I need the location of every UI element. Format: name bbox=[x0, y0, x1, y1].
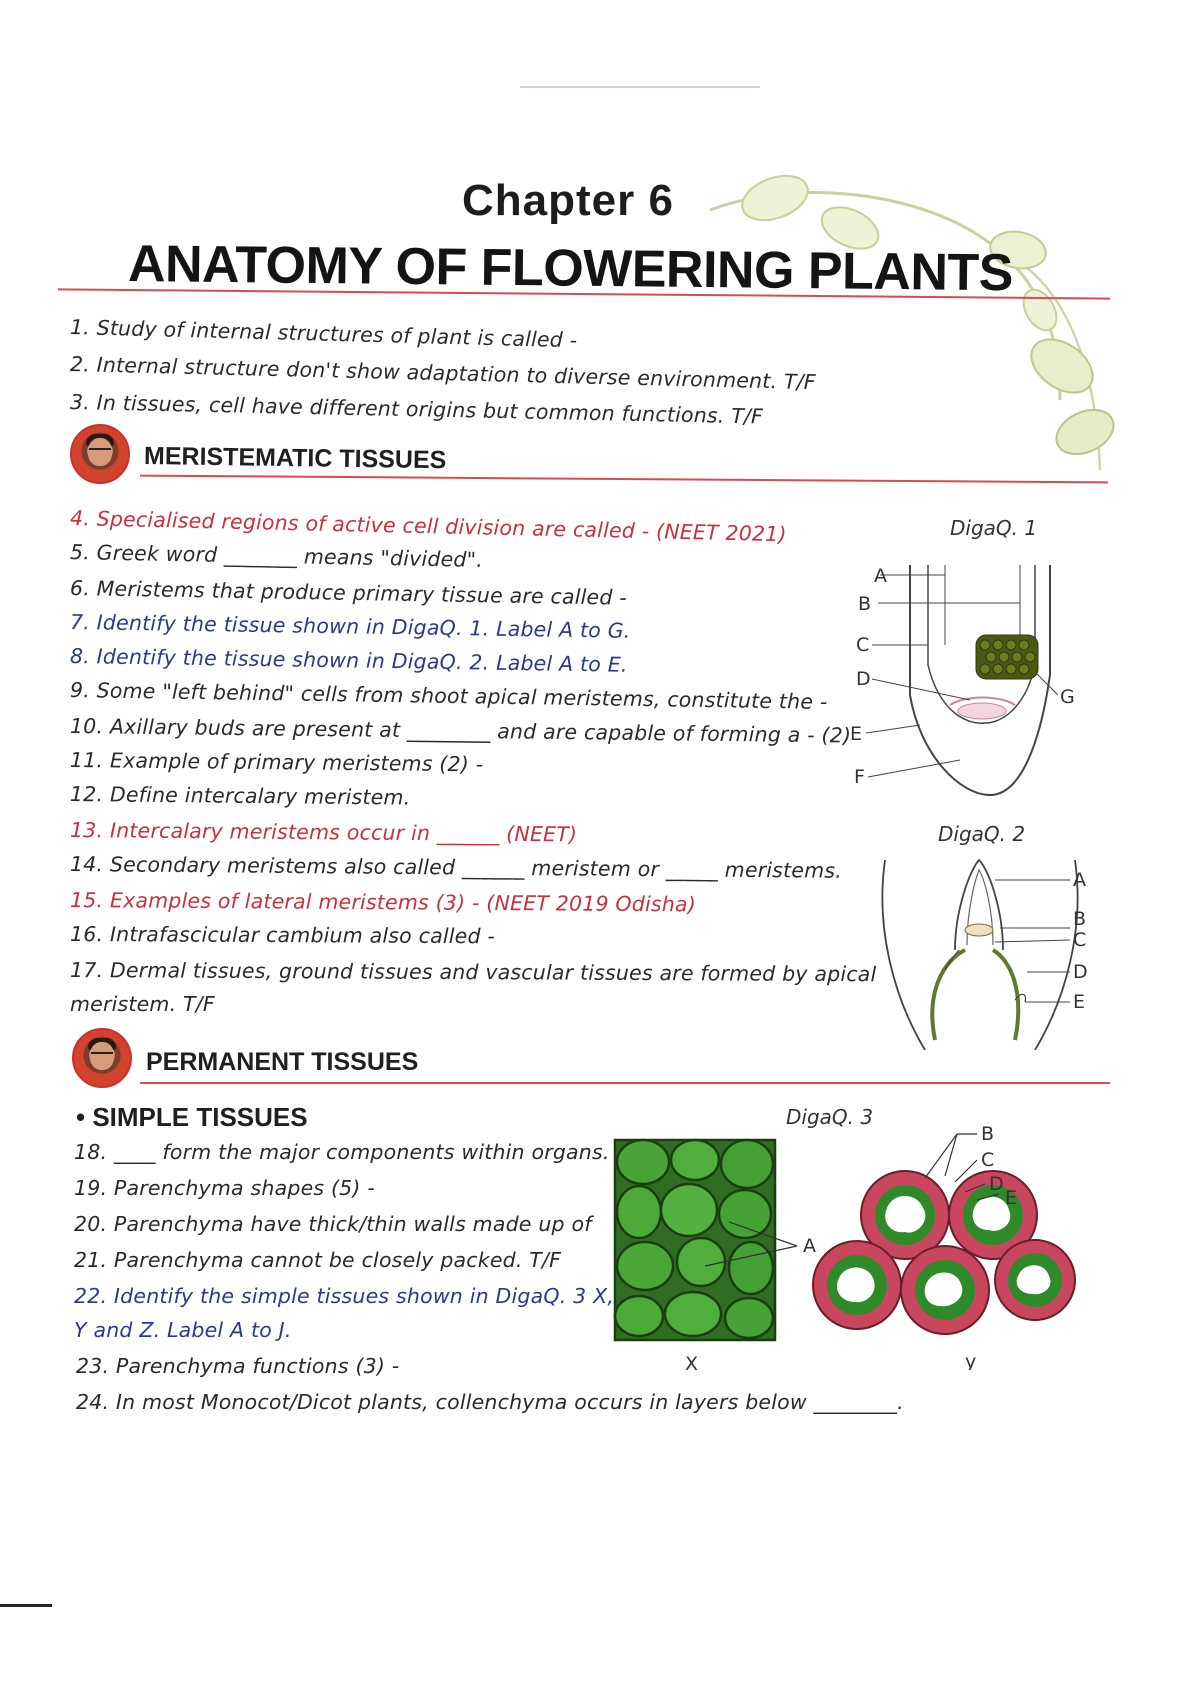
figure-3-caption-x: X bbox=[685, 1353, 698, 1370]
figure-1-letter-g: G bbox=[1060, 686, 1075, 708]
figure-1-label: DigaQ. 1 bbox=[950, 516, 1038, 540]
question-6: 6. Meristems that produce primary tissue… bbox=[69, 576, 628, 610]
leaf-vine-decoration bbox=[709, 174, 1115, 471]
figure-2-letter-a: A bbox=[1073, 869, 1086, 891]
chapter-number: Chapter 6 bbox=[462, 176, 674, 225]
figure-3-label: DigaQ. 3 bbox=[786, 1105, 874, 1129]
section-heading-meristematic: MERISTEMATIC TISSUES bbox=[143, 442, 447, 475]
question-9: 9. Some "left behind" cells from shoot a… bbox=[69, 678, 828, 714]
figure-2-letter-d: D bbox=[1073, 961, 1088, 983]
section-underline-permanent bbox=[140, 1082, 1110, 1084]
question-23: 23. Parenchyma functions (3) - bbox=[76, 1354, 400, 1378]
author-avatar bbox=[70, 424, 130, 484]
question-13: 13. Intercalary meristems occur in _____… bbox=[69, 818, 578, 847]
figure-1-letter-d: D bbox=[856, 668, 871, 690]
figure-2-apex-diagram: A B C D E bbox=[881, 858, 1088, 1050]
figure-2-letter-e: E bbox=[1073, 991, 1085, 1013]
collenchyma-tissue bbox=[812, 1170, 1076, 1335]
figure-3-simple-tissue-diagram: A X B C D E y bbox=[613, 1123, 1076, 1370]
question-19: 19. Parenchyma shapes (5) - bbox=[74, 1176, 375, 1200]
question-3: 3. In tissues, cell have different origi… bbox=[69, 390, 764, 429]
figure-1-letter-c: C bbox=[856, 634, 869, 656]
question-5: 5. Greek word _______ means "divided". bbox=[69, 540, 484, 572]
section-heading-permanent: PERMANENT TISSUES bbox=[146, 1048, 419, 1076]
question-4: 4. Specialised regions of active cell di… bbox=[69, 506, 787, 547]
figure-1-letter-e: E bbox=[850, 723, 862, 745]
figure-2-label: DigaQ. 2 bbox=[938, 822, 1026, 846]
question-1: 1. Study of internal structures of plant… bbox=[69, 315, 578, 353]
figure-3-letter-e: E bbox=[1005, 1187, 1017, 1209]
question-15: 15. Examples of lateral meristems (3) - … bbox=[69, 888, 697, 917]
figure-3-letter-a: A bbox=[803, 1235, 816, 1257]
figure-1-shoot-apex-diagram: A B C D E F G bbox=[850, 565, 1075, 797]
question-7: 7. Identify the tissue shown in DigaQ. 1… bbox=[69, 610, 631, 643]
question-24: 24. In most Monocot/Dicot plants, collen… bbox=[76, 1390, 904, 1414]
figure-3-letter-b: B bbox=[981, 1123, 994, 1145]
parenchyma-tissue bbox=[613, 1138, 777, 1342]
question-21: 21. Parenchyma cannot be closely packed.… bbox=[74, 1248, 562, 1272]
question-17: 17. Dermal tissues, ground tissues and v… bbox=[69, 958, 877, 987]
question-16: 16. Intrafascicular cambium also called … bbox=[69, 922, 496, 949]
question-18: 18. ____ form the major components withi… bbox=[74, 1140, 610, 1164]
figure-1-letter-a: A bbox=[874, 565, 887, 587]
scan-artifact-mark bbox=[0, 1604, 52, 1607]
scan-artifact-line bbox=[520, 86, 760, 88]
figure-2-letter-b: B bbox=[1073, 908, 1086, 930]
figure-2-letter-c: C bbox=[1073, 929, 1086, 951]
figure-3-letter-d: D bbox=[989, 1173, 1004, 1195]
question-17-continued: meristem. T/F bbox=[70, 992, 215, 1016]
meristem-cell-cluster bbox=[975, 634, 1039, 680]
question-12: 12. Define intercalary meristem. bbox=[69, 782, 411, 810]
question-20: 20. Parenchyma have thick/thin walls mad… bbox=[74, 1212, 592, 1236]
subsection-heading-simple-tissues: • SIMPLE TISSUES bbox=[76, 1102, 308, 1132]
question-10: 10. Axillary buds are present at _______… bbox=[69, 714, 852, 748]
question-14: 14. Secondary meristems also called ____… bbox=[69, 852, 843, 883]
figure-1-letter-b: B bbox=[858, 593, 871, 615]
author-avatar bbox=[72, 1028, 132, 1088]
figure-1-letter-f: F bbox=[854, 766, 865, 788]
figure-3-letter-c: C bbox=[981, 1149, 994, 1171]
question-11: 11. Example of primary meristems (2) - bbox=[69, 748, 484, 777]
question-8: 8. Identify the tissue shown in DigaQ. 2… bbox=[69, 644, 628, 677]
figure-3-caption-y: y bbox=[965, 1351, 976, 1370]
question-22: 22. Identify the simple tissues shown in… bbox=[74, 1284, 615, 1308]
question-22-continued: Y and Z. Label A to J. bbox=[74, 1318, 292, 1342]
